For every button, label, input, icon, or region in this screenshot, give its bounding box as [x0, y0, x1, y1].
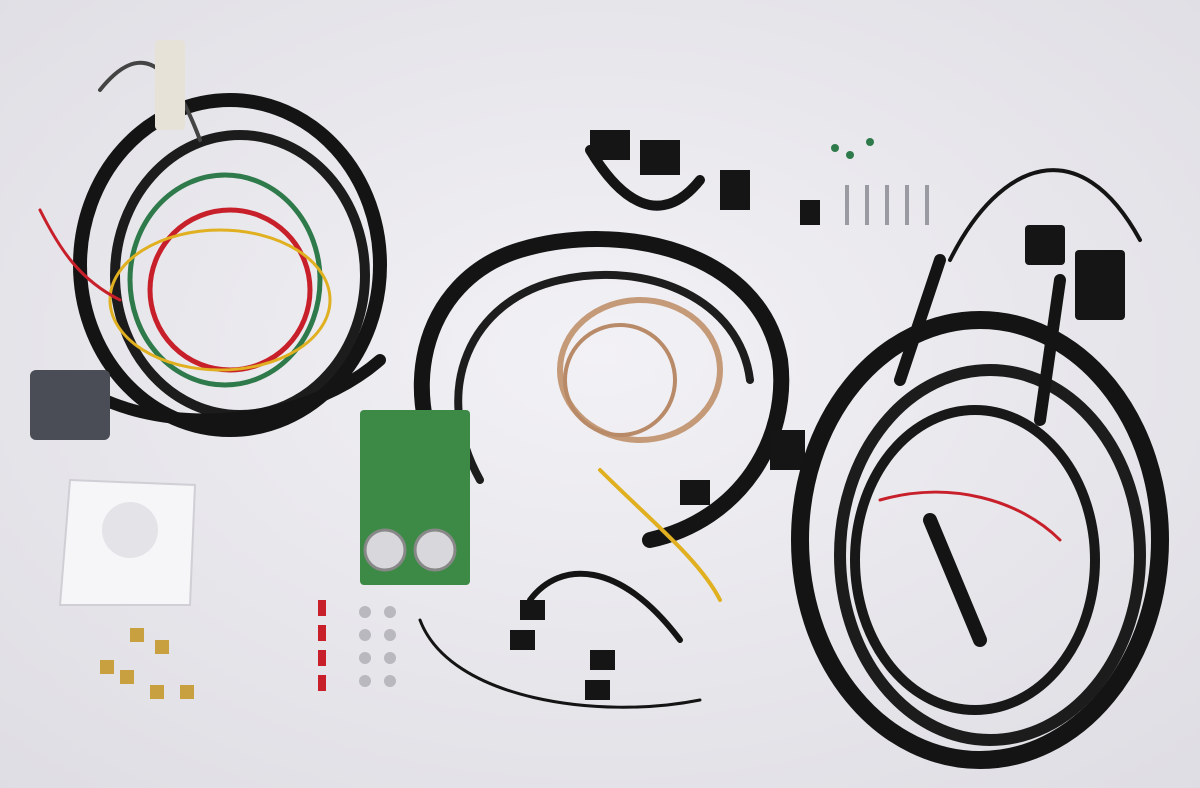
breaker-2 [413, 528, 457, 572]
brass-fittings [100, 628, 194, 699]
red-terminals [318, 600, 326, 691]
nuts [359, 606, 396, 687]
white-connector [155, 40, 185, 130]
pin-terminals [845, 185, 929, 225]
right-connector [1075, 250, 1125, 320]
plate-hole [102, 502, 158, 558]
small-green-caps [831, 138, 874, 159]
left-harness [38, 60, 387, 437]
right-harness [791, 168, 1169, 769]
breaker-1 [363, 528, 407, 572]
connector-block [30, 370, 110, 440]
center-connectors [510, 130, 820, 700]
center-harness [413, 145, 790, 709]
right-connector-2 [1025, 225, 1065, 265]
